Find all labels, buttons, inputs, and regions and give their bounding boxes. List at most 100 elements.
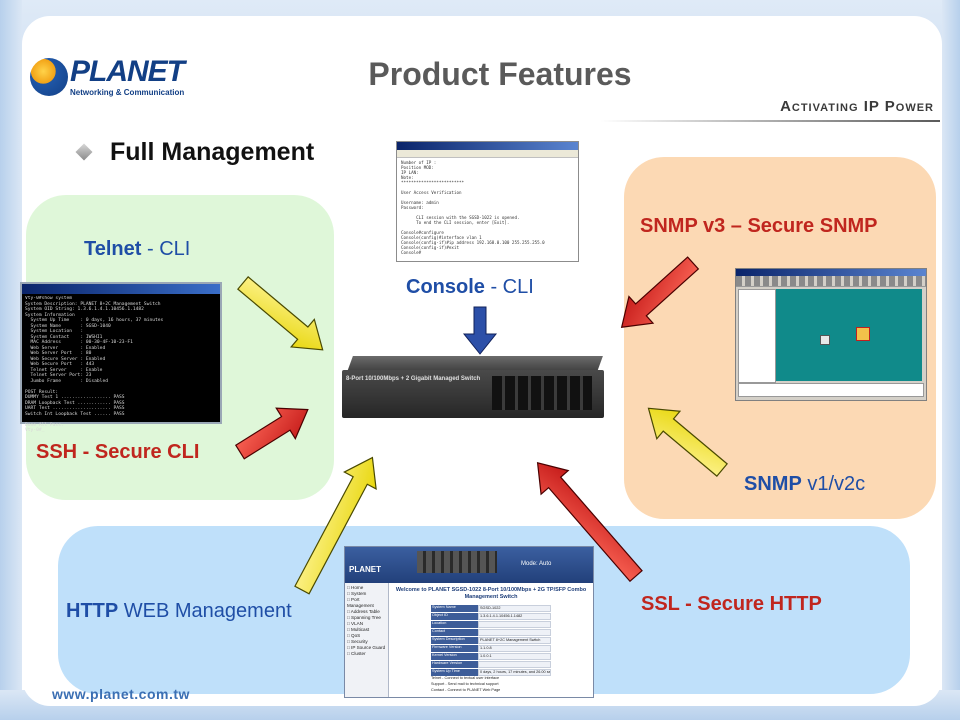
web-ui-port-panel [417,551,497,573]
web-ui-row-key: System Description [431,637,478,644]
web-ui-links: Telnet - Connect to textual user interfa… [431,675,500,693]
arrow-ssh [234,407,309,460]
web-ui-menu-item: □ System [347,591,367,596]
web-ui-row-key: Contact [431,629,478,636]
planet-logo: PLANET Networking & Communication [30,56,185,100]
web-ui-table-row: Contact [431,629,551,636]
web-ui-menu-item: □ Spanning Tree [347,615,381,620]
web-ui-menu-item: □ Home [347,585,364,590]
snmp-screenshot [735,268,927,401]
ssh-label: SSH - Secure CLI [36,441,200,463]
console-menubar [397,150,578,158]
console-screenshot: Number of IP : Position MOD: IP LAN: Not… [396,141,579,262]
arrow-console [462,306,498,355]
web-ui-row-value [478,661,551,668]
console-label-strong: Console [406,276,485,298]
snmpv1-label: SNMP v1/v2c [744,473,865,496]
footer-url[interactable]: www.planet.com.tw [52,686,190,702]
web-ui-row-key: Firmware Version [431,645,478,652]
logo-brand: PLANET [70,55,185,88]
web-ui-row-value: PLANET 8+2C Management Switch [478,637,551,644]
web-ui-link: Telnet - Connect to textual user interfa… [431,676,500,680]
web-ui-row-key: Kernel Version [431,653,478,660]
web-ui-row-key: Hardware Version [431,661,478,668]
web-ui-link: Support - Send mail to technical support [431,682,499,686]
console-text: Number of IP : Position MOD: IP LAN: Not… [401,160,545,255]
managed-switch-image: 8-Port 10/100Mbps + 2 Gigabit Managed Sw… [342,356,604,418]
tagline: Activating IP Power [780,98,934,115]
web-ui-link: Contact - Connect to PLANET Web Page [431,688,501,692]
console-label: Console - CLI [406,276,534,299]
http-label-strong: HTTP [66,600,119,622]
snmp-statusbar [738,383,924,397]
snmpv1-label-rest: v1/v2c [801,473,866,495]
snmp-host-icon [820,335,830,345]
snmp-map-pane [776,289,922,381]
web-ui-menu-item: □ IP Source Guard [347,645,386,650]
arrow-snmpv3 [620,256,700,328]
web-ui-row-value: 1.3.6.1.4.1.10456.1.1482 [478,613,551,620]
telnet-text: Vty-0#show system System Description: PL… [25,296,164,433]
web-ui-row-key: Location [431,621,478,628]
snmp-tree-pane [738,289,776,383]
snmp-titlebar [736,269,926,276]
ssl-label: SSL - Secure HTTP [641,593,822,615]
tagline-divider [600,120,940,122]
frame-left [0,0,22,720]
telnet-label-rest: - CLI [141,238,191,260]
web-ui-row-value [478,629,551,636]
snmp-device-icon [856,327,870,341]
section-heading: Full Management [110,138,315,166]
console-label-rest: - CLI [484,276,534,298]
web-ui-menu-item: □ Cluster [347,651,366,656]
telnet-label: Telnet - CLI [84,238,190,261]
snmpv3-label: SNMP v3 – Secure SNMP [640,215,878,237]
web-ui-screenshot: PLANET Mode: Auto □ Home□ System□ Port M… [344,546,594,698]
switch-label: 8-Port 10/100Mbps + 2 Gigabit Managed Sw… [346,376,481,382]
web-ui-row-value [478,621,551,628]
web-ui-row-value: 0 days, 2 hours, 17 minutes, and 26.00 s… [478,669,551,676]
web-ui-menu-item: □ Address Table [347,609,380,614]
web-ui-row-value: 1.0.0.1 [478,653,551,660]
telnet-screenshot: Vty-0#show system System Description: PL… [20,282,222,433]
telnet-titlebar [22,284,220,294]
http-label: HTTP WEB Management [66,600,292,623]
web-ui-row-key: Object ID [431,613,478,620]
snmp-toolbar [736,276,926,287]
console-titlebar [397,142,578,150]
web-ui-menu-item: □ Security [347,639,368,644]
arrow-telnet [237,276,324,351]
frame-right [942,0,960,720]
http-label-rest: WEB Management [118,600,292,622]
web-ui-menu-item: □ Multicast [347,627,370,632]
telnet-label-strong: Telnet [84,238,142,260]
arrow-snmpv1 [647,407,728,477]
web-ui-menu-item: □ QoS [347,633,361,638]
web-ui-logo: PLANET [349,565,381,574]
web-ui-menu: □ Home□ System□ Port Management□ Address… [345,583,389,697]
arrow-ssl [536,461,643,583]
web-ui-table-row: Hardware Version [431,661,551,668]
web-ui-heading: Welcome to PLANET SGSD-1022 8-Port 10/10… [395,587,587,600]
switch-ports [492,376,592,410]
web-ui-menu-item: □ Port Management [347,597,374,608]
web-ui-row-value: 1.1.0.8 [478,645,551,652]
arrow-http [294,456,377,595]
web-ui-row-key: System Up Time [431,669,478,676]
web-ui-menu-item: □ VLAN [347,621,364,626]
web-ui-row-key: System Name [431,605,478,612]
web-ui-mode: Mode: Auto [521,561,552,567]
globe-icon [30,58,68,96]
web-ui-table-row: Location [431,621,551,628]
logo-subtitle: Networking & Communication [70,88,185,97]
web-ui-header: PLANET Mode: Auto [345,547,593,583]
snmpv1-label-strong: SNMP [744,473,802,495]
